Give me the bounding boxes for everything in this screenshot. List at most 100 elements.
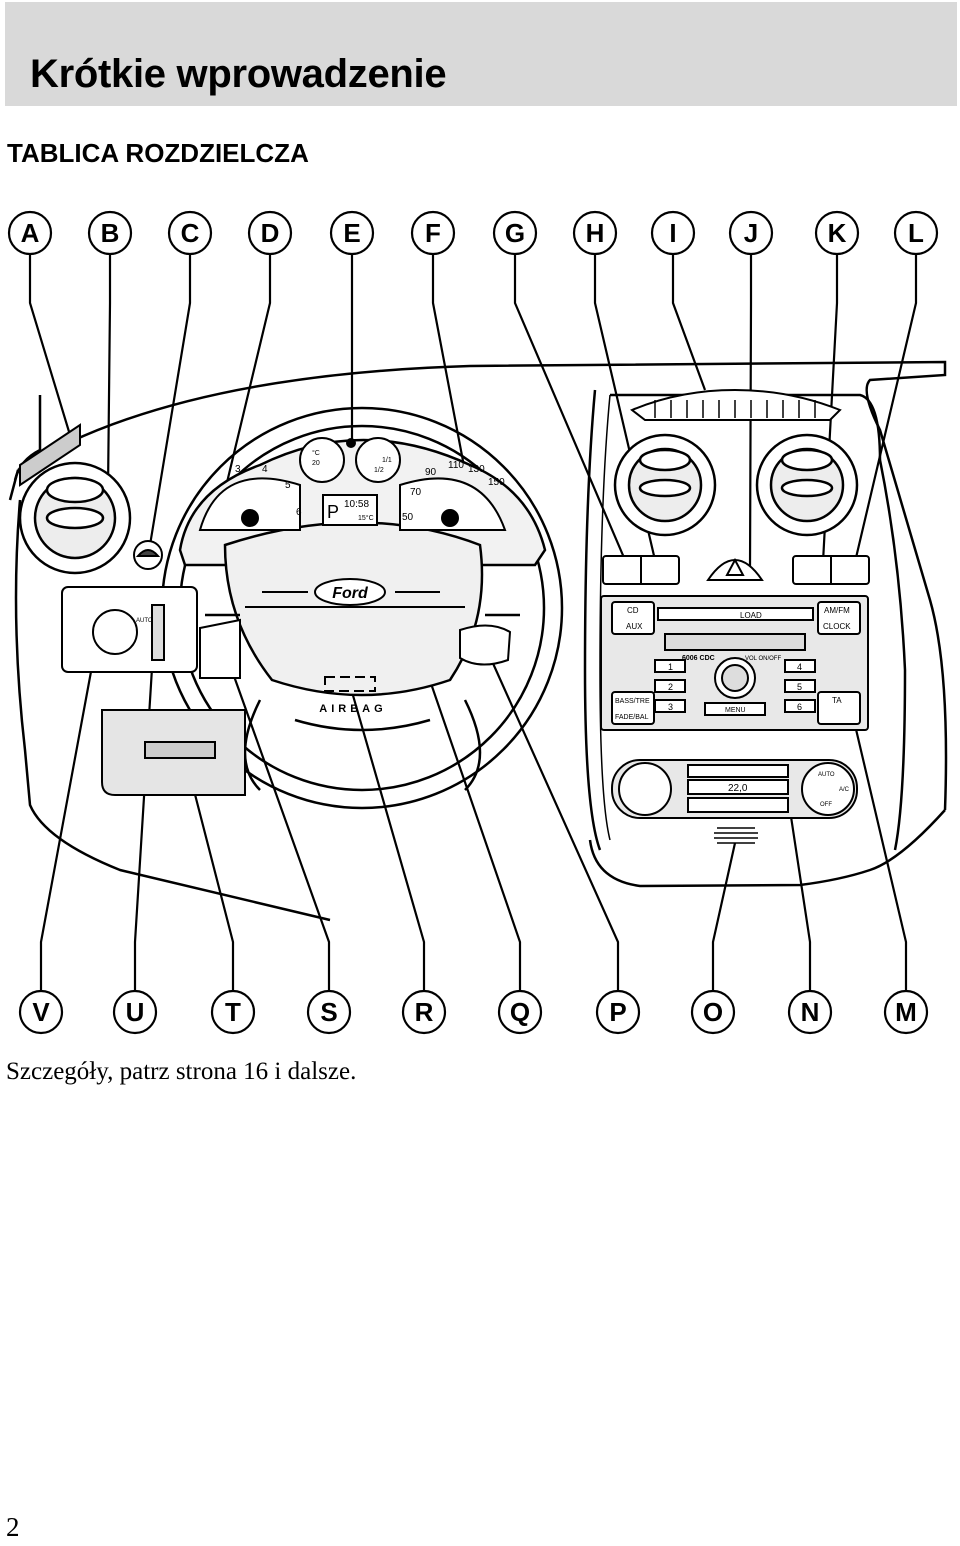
bottom-callout-label: T: [225, 997, 241, 1027]
climate-btn-off[interactable]: OFF: [820, 802, 832, 808]
fuel-gauge-half: 1/2: [374, 467, 384, 474]
climate-temp-display: 22,0: [728, 783, 748, 794]
top-callout-label: C: [181, 218, 200, 248]
bottom-callout-circle: [787, 989, 833, 1035]
clock-display: 10:58: [344, 499, 369, 510]
gear-display: P: [327, 502, 339, 522]
top-callout-circle: [7, 210, 53, 256]
top-callout-label: A: [21, 218, 40, 248]
top-callout-circle: [87, 210, 133, 256]
bottom-callout-circle: [18, 989, 64, 1035]
bottom-callout-label: P: [609, 997, 626, 1027]
radio-preset-6[interactable]: 6: [797, 702, 802, 712]
bottom-callout-label: V: [32, 997, 50, 1027]
glovebox: [101, 709, 246, 796]
bottom-callout-circle: [690, 989, 736, 1035]
top-callout-label: L: [908, 218, 924, 248]
hood-release: [133, 540, 163, 570]
speedo-tick-label: 110: [448, 460, 464, 471]
top-callout-label: J: [744, 218, 758, 248]
top-callout-circle: [893, 210, 939, 256]
bottom-callout-circle: [497, 989, 543, 1035]
radio-model: 6006 CDC: [682, 655, 715, 662]
top-callout-circle: [572, 210, 618, 256]
radio-preset-1[interactable]: 1: [668, 662, 673, 672]
bottom-callout-circle: [401, 989, 447, 1035]
bottom-callout-label: Q: [510, 997, 530, 1027]
radio-vol-label: VOL ON/OFF: [745, 656, 781, 662]
temp-gauge-value: 20: [312, 460, 320, 467]
tacho-tick-label: 4: [262, 464, 268, 475]
caption: Szczegóły, patrz strona 16 i dalsze.: [6, 1058, 357, 1085]
airbag-label: AIRBAG: [319, 703, 386, 715]
climate-btn-ac[interactable]: A/C: [839, 787, 850, 793]
light-switch-panel: [61, 586, 198, 673]
climate-control: [611, 759, 858, 819]
tacho-tick-label: 5: [285, 480, 291, 491]
radio-btn-bass-tre[interactable]: BASS/TRE: [615, 698, 650, 705]
wiper-stalk: [459, 624, 512, 666]
radio-btn-load[interactable]: LOAD: [740, 611, 762, 620]
horn-marks: [245, 591, 465, 608]
side-window-vent: [19, 423, 81, 487]
page-title: Krótkie wprowadzenie: [30, 52, 447, 96]
radio-btn-cd[interactable]: CD: [627, 606, 639, 615]
ford-logo-text: Ford: [332, 585, 369, 602]
bottom-callout-label: U: [126, 997, 145, 1027]
radio-btn-ta[interactable]: TA: [832, 696, 842, 705]
top-callout-circle: [247, 210, 293, 256]
top-callout-circle: [167, 210, 213, 256]
radio-btn-clock[interactable]: CLOCK: [823, 622, 851, 631]
top-callout-label: E: [343, 218, 360, 248]
tacho-ticks: 3 4 5 6: [235, 464, 302, 518]
top-callout-label: D: [261, 218, 280, 248]
hazard-button[interactable]: [725, 557, 745, 576]
temp-gauge-unit: °C: [312, 449, 320, 457]
bottom-callout-label: O: [703, 997, 723, 1027]
top-callout-circle: [329, 210, 375, 256]
airbag-indicator: [324, 676, 376, 692]
ford-logo: Ford: [314, 578, 386, 606]
speedo-tick-label: 150: [488, 477, 505, 488]
top-callout-label: G: [505, 218, 525, 248]
top-callout-label: I: [669, 218, 676, 248]
gauge-cluster: [198, 437, 507, 531]
bottom-callout-circle: [306, 989, 352, 1035]
bottom-callout-label: N: [801, 997, 820, 1027]
top-callout-label: H: [586, 218, 605, 248]
speedo-tick-label: 70: [410, 487, 422, 498]
radio-preset-2[interactable]: 2: [668, 682, 673, 692]
bottom-callout-circle: [595, 989, 641, 1035]
center-vent-left: [613, 433, 717, 537]
center-vent-right: [755, 433, 859, 537]
bottom-callout-circle: [210, 989, 256, 1035]
light-switch-auto: AUTO: [136, 618, 153, 624]
center-top-vent: [630, 388, 842, 421]
tacho-tick-label: 3: [235, 464, 241, 475]
bottom-callout-circle: [883, 989, 929, 1035]
header-band: [5, 2, 957, 106]
page-number: 2: [6, 1512, 20, 1542]
climate-btn-auto[interactable]: AUTO: [818, 772, 835, 778]
radio-btn-am-fm[interactable]: AM/FM: [824, 606, 850, 615]
left-vent: [18, 461, 132, 575]
radio-btn-aux[interactable]: AUX: [626, 622, 643, 631]
climate-sensor-grille: [714, 827, 758, 844]
top-callout-circle: [650, 210, 696, 256]
radio-menu-label[interactable]: MENU: [725, 707, 746, 714]
top-callout-circle: [814, 210, 860, 256]
radio-btn-fade-bal[interactable]: FADE/BAL: [615, 714, 649, 721]
outside-temp-display: 15°C: [358, 514, 374, 522]
radio-preset-3[interactable]: 3: [668, 702, 673, 712]
radio-preset-5[interactable]: 5: [797, 682, 802, 692]
top-callout-circle: [410, 210, 456, 256]
tacho-tick-label: 6: [296, 507, 302, 518]
section-title: TABLICA ROZDZIELCZA: [7, 138, 309, 168]
radio-preset-4[interactable]: 4: [797, 662, 802, 672]
top-callout-circle: [728, 210, 774, 256]
audio-remote-stalk: [199, 618, 241, 679]
speedo-tick-label: 130: [468, 464, 485, 475]
top-callout-label: K: [828, 218, 847, 248]
